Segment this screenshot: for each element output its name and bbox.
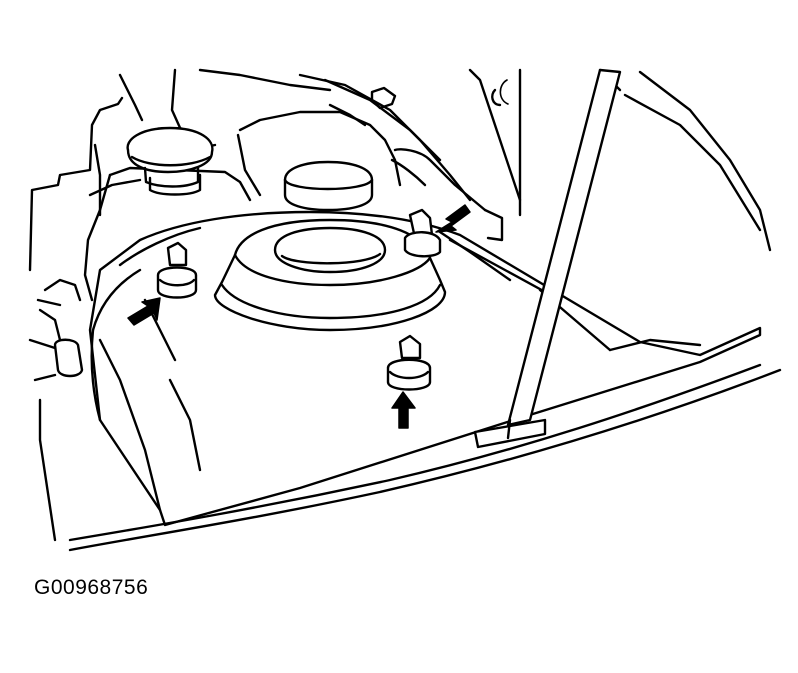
oil-filler-cap (283, 160, 374, 212)
engine-compartment-background (28, 68, 472, 272)
indicator-arrows (127, 204, 471, 429)
mount-nut-rear (403, 208, 442, 258)
coolant-reservoir (83, 126, 252, 302)
fender-panel-lines (468, 68, 772, 252)
hood-prop-rod (473, 68, 622, 449)
mount-nut-left (156, 241, 198, 299)
arrow-left-nut (127, 297, 161, 326)
hose-clip (370, 86, 504, 242)
left-hardware (28, 278, 84, 542)
figure-id-label: G00968756 (34, 576, 149, 599)
hood-edge (68, 363, 782, 552)
arrow-rear-nut (435, 204, 471, 233)
strut-mount-dome (213, 218, 447, 332)
mount-nut-front (386, 334, 432, 391)
arrow-front-nut (391, 391, 416, 429)
